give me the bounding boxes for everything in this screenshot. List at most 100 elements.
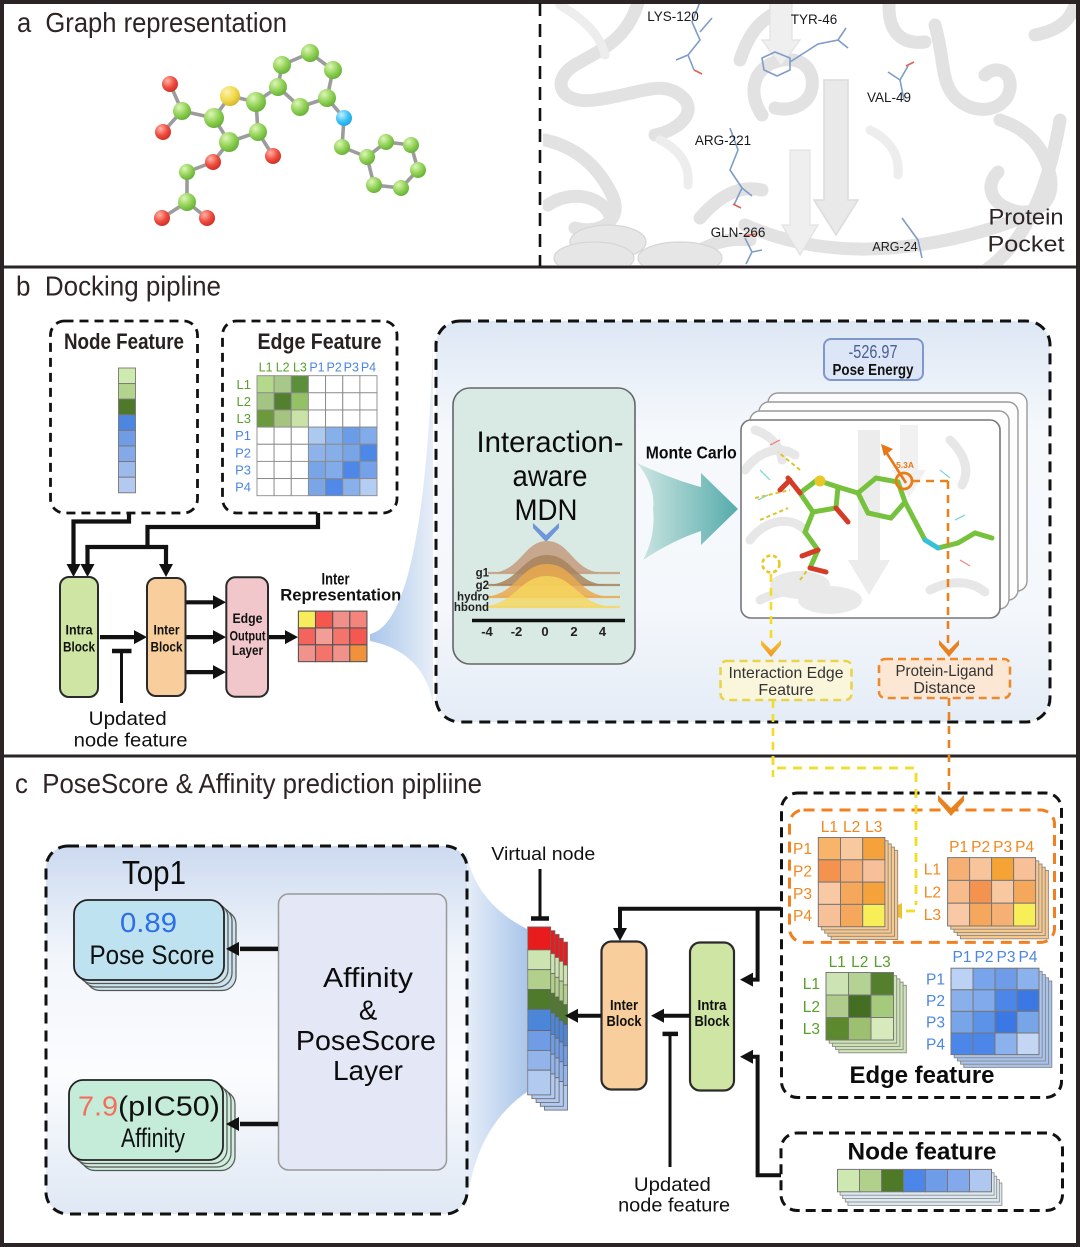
svg-text:5.3A: 5.3A — [896, 460, 914, 470]
svg-text:ARG-221: ARG-221 — [695, 133, 751, 148]
svg-text:Inter: Inter — [154, 623, 181, 638]
svg-text:L1: L1 — [803, 976, 820, 993]
svg-text:P4: P4 — [926, 1036, 945, 1053]
svg-text:Pose Energy: Pose Energy — [833, 362, 914, 379]
svg-text:P1: P1 — [953, 949, 972, 966]
svg-text:&: & — [359, 995, 377, 1026]
svg-text:TYR-46: TYR-46 — [791, 12, 838, 27]
svg-text:Virtual node: Virtual node — [491, 843, 595, 864]
svg-text:Representation: Representation — [280, 587, 401, 605]
svg-text:node feature: node feature — [618, 1194, 730, 1216]
svg-text:PoseScore: PoseScore — [296, 1025, 436, 1056]
svg-text:Pocket: Pocket — [988, 232, 1066, 257]
svg-text:Edge feature: Edge feature — [850, 1062, 995, 1089]
svg-text:Layer: Layer — [333, 1055, 403, 1086]
svg-text:0.89: 0.89 — [120, 907, 177, 938]
svg-text:L1: L1 — [924, 862, 941, 879]
svg-text:MDN: MDN — [515, 494, 578, 527]
svg-text:(pIC50): (pIC50) — [118, 1090, 220, 1121]
svg-text:L2: L2 — [924, 884, 941, 901]
svg-text:P2: P2 — [793, 864, 812, 881]
svg-text:a Graph representation: a Graph representation — [17, 7, 287, 38]
svg-text:L2: L2 — [276, 361, 290, 375]
svg-text:Protein-Ligand: Protein-Ligand — [896, 663, 994, 680]
svg-text:node feature: node feature — [74, 729, 188, 751]
svg-text:L3: L3 — [924, 907, 941, 924]
svg-text:P2: P2 — [926, 993, 945, 1010]
svg-text:P4: P4 — [361, 361, 376, 375]
svg-text:LYS-120: LYS-120 — [647, 9, 699, 24]
svg-text:Node feature: Node feature — [848, 1139, 997, 1166]
svg-text:aware: aware — [513, 460, 588, 493]
svg-text:Block: Block — [63, 639, 95, 654]
svg-text:P1: P1 — [793, 841, 812, 858]
svg-text:hbond: hbond — [454, 602, 489, 614]
svg-text:-2: -2 — [511, 624, 523, 639]
svg-text:Intra: Intra — [66, 623, 93, 638]
svg-text:Interaction Edge: Interaction Edge — [729, 665, 844, 682]
svg-text:L3: L3 — [293, 361, 307, 375]
svg-text:0: 0 — [541, 624, 548, 639]
svg-text:Edge Feature: Edge Feature — [258, 329, 382, 354]
svg-text:Inter: Inter — [610, 998, 638, 1014]
svg-text:P1: P1 — [926, 972, 945, 989]
svg-text:P2: P2 — [327, 361, 342, 375]
svg-text:L1: L1 — [237, 377, 251, 392]
svg-text:VAL-49: VAL-49 — [867, 90, 911, 105]
svg-text:L3: L3 — [874, 954, 891, 971]
svg-text:L2: L2 — [843, 819, 860, 836]
svg-text:Block: Block — [695, 1014, 731, 1030]
svg-text:Inter: Inter — [322, 571, 350, 589]
svg-text:b Docking pipline: b Docking pipline — [16, 271, 221, 302]
svg-text:P1: P1 — [235, 428, 251, 443]
svg-text:P4: P4 — [1019, 949, 1038, 966]
svg-text:Node Feature: Node Feature — [64, 329, 184, 354]
svg-text:7.9: 7.9 — [78, 1090, 118, 1121]
svg-text:P3: P3 — [993, 839, 1012, 856]
svg-text:L2: L2 — [237, 394, 251, 409]
svg-text:g2: g2 — [476, 580, 489, 592]
svg-text:P2: P2 — [971, 839, 990, 856]
svg-text:GLN-266: GLN-266 — [711, 225, 766, 240]
svg-text:L1: L1 — [829, 954, 846, 971]
svg-text:hydro: hydro — [457, 592, 489, 604]
svg-text:Updated: Updated — [634, 1174, 711, 1196]
svg-text:4: 4 — [599, 624, 607, 639]
svg-text:P3: P3 — [997, 949, 1016, 966]
svg-text:L3: L3 — [237, 411, 251, 426]
svg-text:Updated: Updated — [89, 708, 167, 730]
svg-text:P3: P3 — [793, 886, 812, 903]
svg-text:Affinity: Affinity — [121, 1123, 185, 1153]
svg-text:Feature: Feature — [758, 682, 813, 699]
svg-text:P3: P3 — [235, 463, 251, 478]
svg-text:Edge: Edge — [233, 611, 263, 626]
svg-text:Output: Output — [230, 628, 266, 643]
svg-text:Pose Score: Pose Score — [90, 940, 215, 970]
svg-text:P4: P4 — [235, 480, 251, 495]
svg-text:L1: L1 — [259, 361, 273, 375]
svg-text:P2: P2 — [235, 445, 251, 460]
svg-text:c PoseScore & Affinity predic: c PoseScore & Affinity prediction piplii… — [15, 768, 482, 799]
svg-text:ARG-24: ARG-24 — [872, 240, 917, 254]
svg-text:L1: L1 — [821, 819, 838, 836]
svg-text:Layer: Layer — [232, 643, 264, 658]
svg-text:Block: Block — [607, 1014, 643, 1030]
svg-text:Distance: Distance — [913, 680, 975, 697]
svg-text:Block: Block — [151, 639, 183, 654]
svg-text:L3: L3 — [803, 1021, 820, 1038]
svg-text:P1: P1 — [949, 839, 968, 856]
svg-text:Interaction-: Interaction- — [477, 426, 624, 459]
svg-text:P4: P4 — [1015, 839, 1034, 856]
svg-text:Monte Carlo: Monte Carlo — [646, 443, 737, 463]
svg-text:2: 2 — [570, 624, 577, 639]
svg-text:Affinity: Affinity — [323, 962, 413, 993]
svg-text:P2: P2 — [975, 949, 994, 966]
svg-text:-4: -4 — [481, 624, 493, 639]
svg-text:P1: P1 — [309, 361, 324, 375]
svg-text:Top1: Top1 — [122, 854, 186, 891]
svg-text:g1: g1 — [476, 568, 490, 580]
svg-text:P4: P4 — [793, 908, 812, 925]
svg-text:-526.97: -526.97 — [849, 342, 898, 362]
svg-text:L2: L2 — [803, 999, 820, 1016]
svg-text:L2: L2 — [851, 954, 868, 971]
